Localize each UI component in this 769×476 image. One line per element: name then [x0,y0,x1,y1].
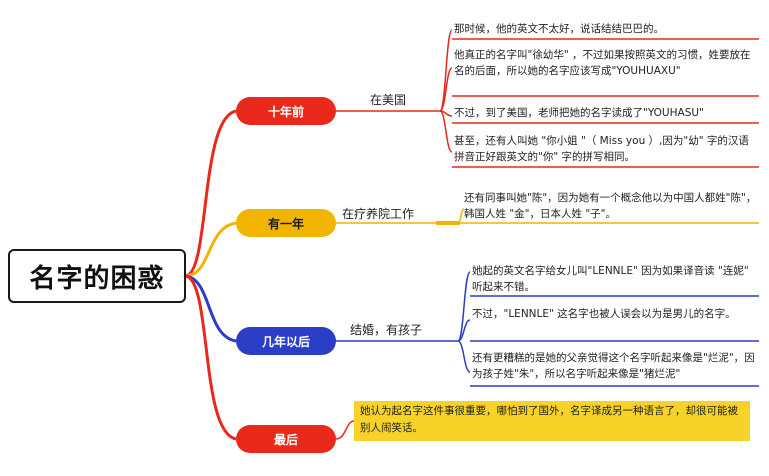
subtopic-in-america[interactable]: 在美国 [370,93,407,107]
conclusion-note[interactable]: 她认为起名字这件事很重要，哪怕到了国外，名字译成另一种语言了，却很可能被别人闹笑… [354,401,750,441]
leaf-teacher-reading[interactable]: 不过，到了美国，老师把她的名字读成了"YOUHASU" [454,107,704,119]
leaf-pig-mud[interactable]: 还有更糟糕的是她的父亲觉得这个名字听起来像是"烂泥"，因为孩子姓"朱"，所以名字… [472,352,755,380]
leaf-lennle-name[interactable]: 她起的英文名字给女儿叫"LENNLE" 因为如果译音读 "连妮" 听起来不错。 [472,265,749,293]
root-topic[interactable]: 名字的困惑 [8,249,186,303]
branch-finally[interactable]: 最后 [236,425,336,453]
subtopic-nursing-home[interactable]: 在疗养院工作 [342,207,415,221]
link-root-b3 [185,274,237,343]
link-root-b4 [185,274,237,441]
branch-one-year[interactable]: 有一年 [236,209,336,237]
leaf-miss-you[interactable]: 甚至，还有人叫她 "你小姐 "（ Miss you ）,因为"幼" 字的汉语拼音… [454,135,749,163]
link-root-b2 [185,221,237,278]
link-root-b1 [185,109,237,278]
leaf-colleague-chen[interactable]: 还有同事叫她"陈"，因为她有一个概念他以为中国人都姓"陈"，韩国人姓 "金"，日… [464,192,757,220]
leaf-english-poor[interactable]: 那时候，他的英文不太好，说话结结巴巴的。 [454,23,664,35]
branch-ten-years-ago[interactable]: 十年前 [236,97,336,125]
subtopic-married-children[interactable]: 结婚，有孩子 [350,323,423,337]
leaf-lennle-male[interactable]: 不过，"LENNLE" 这名字也被人误会以为是男儿的名字。 [472,308,736,320]
leaf-real-name[interactable]: 他真正的名字叫"徐幼华" ，不过如果按照英文的习惯，姓要放在名的后面，所以她的名… [454,49,751,77]
branch-years-later[interactable]: 几年以后 [236,327,336,355]
